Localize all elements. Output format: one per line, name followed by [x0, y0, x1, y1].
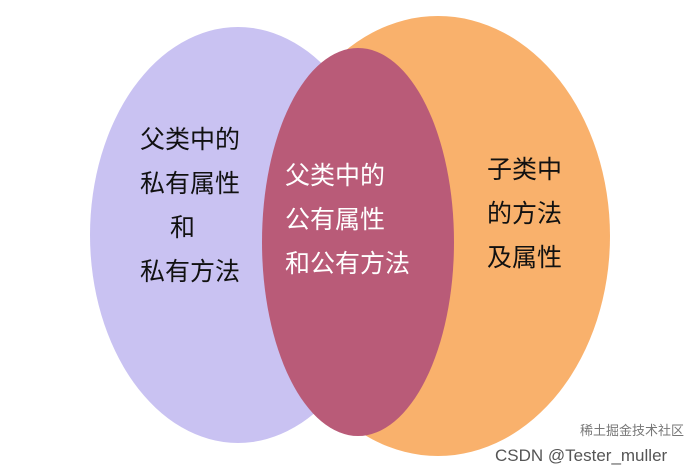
right-line: 子类中	[487, 155, 563, 184]
middle-label: 父类中的 公有属性 和公有方法	[285, 154, 410, 286]
right-line: 的方法	[487, 199, 563, 228]
middle-line: 公有属性	[285, 205, 386, 234]
watermark: CSDN @Tester_muller	[495, 446, 668, 465]
left-line: 和	[170, 213, 196, 242]
middle-line: 和公有方法	[285, 249, 411, 278]
middle-line: 父类中的	[285, 161, 386, 190]
left-line: 私有方法	[140, 257, 241, 286]
right-label: 子类中 的方法 及属性	[487, 148, 562, 280]
left-line: 父类中的	[140, 125, 241, 154]
intersection-ellipse	[262, 48, 454, 436]
left-line: 私有属性	[140, 169, 241, 198]
left-label: 父类中的 私有属性 和 私有方法	[140, 118, 240, 294]
right-line: 及属性	[487, 243, 563, 272]
watermark-overlay: 稀土掘金技术社区	[580, 424, 685, 439]
